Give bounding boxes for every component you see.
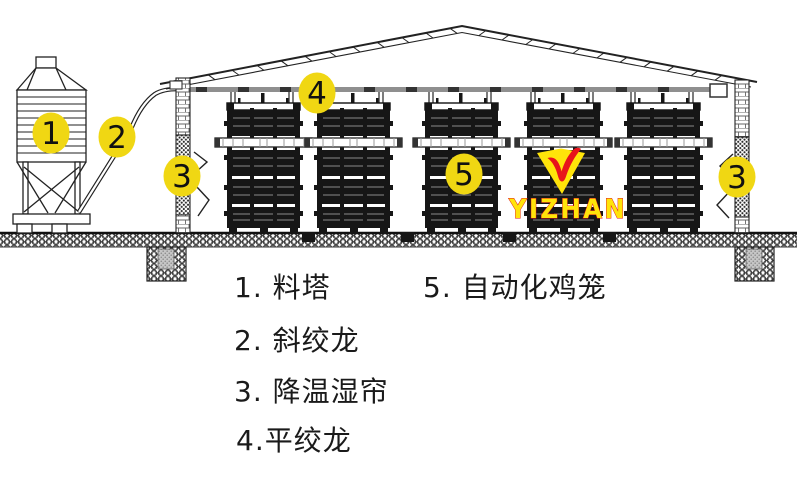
marker-number: 3 [727,160,747,196]
marker-number: 4 [307,76,327,112]
logo-check-mark [547,147,581,182]
marker-circle [98,116,136,158]
marker-4-horizontal-auger: 4 [298,72,336,114]
marker-number: 2 [107,120,127,156]
ground-slab [0,231,797,248]
marker-2-inclined-auger: 2 [98,116,136,158]
logo-text: YIZHAN [508,194,627,225]
foundation-pit-left [146,246,187,282]
marker-5-automated-cage: 5 [445,153,483,195]
auger-end-box [709,83,728,98]
battery-cage-2 [304,92,403,235]
marker-number: 5 [454,157,474,193]
marker-circle [445,153,483,195]
marker-circle [163,155,201,197]
inclined-auger-pipe [77,86,179,214]
marker-number: 3 [172,159,192,195]
marker-1-feed-tower: 1 [32,112,70,154]
battery-cage-5 [614,92,713,235]
floor-feed-blocks [302,232,616,242]
horizontal-auger-pipe [178,87,710,105]
right-wall [716,79,750,234]
foundation-pit-right [734,246,775,282]
feed-tower [12,56,91,234]
marker-circle [298,72,336,114]
marker-circle [32,112,70,154]
marker-3-wet-curtain-left: 3 [163,155,201,197]
left-wall [169,77,210,234]
marker-number: 1 [41,116,61,152]
battery-cage-1 [214,92,313,235]
roof-truss [159,24,758,90]
marker-3-wet-curtain-right: 3 [718,156,756,198]
marker-circle [718,156,756,198]
brand-logo: YIZHAN [508,147,627,226]
